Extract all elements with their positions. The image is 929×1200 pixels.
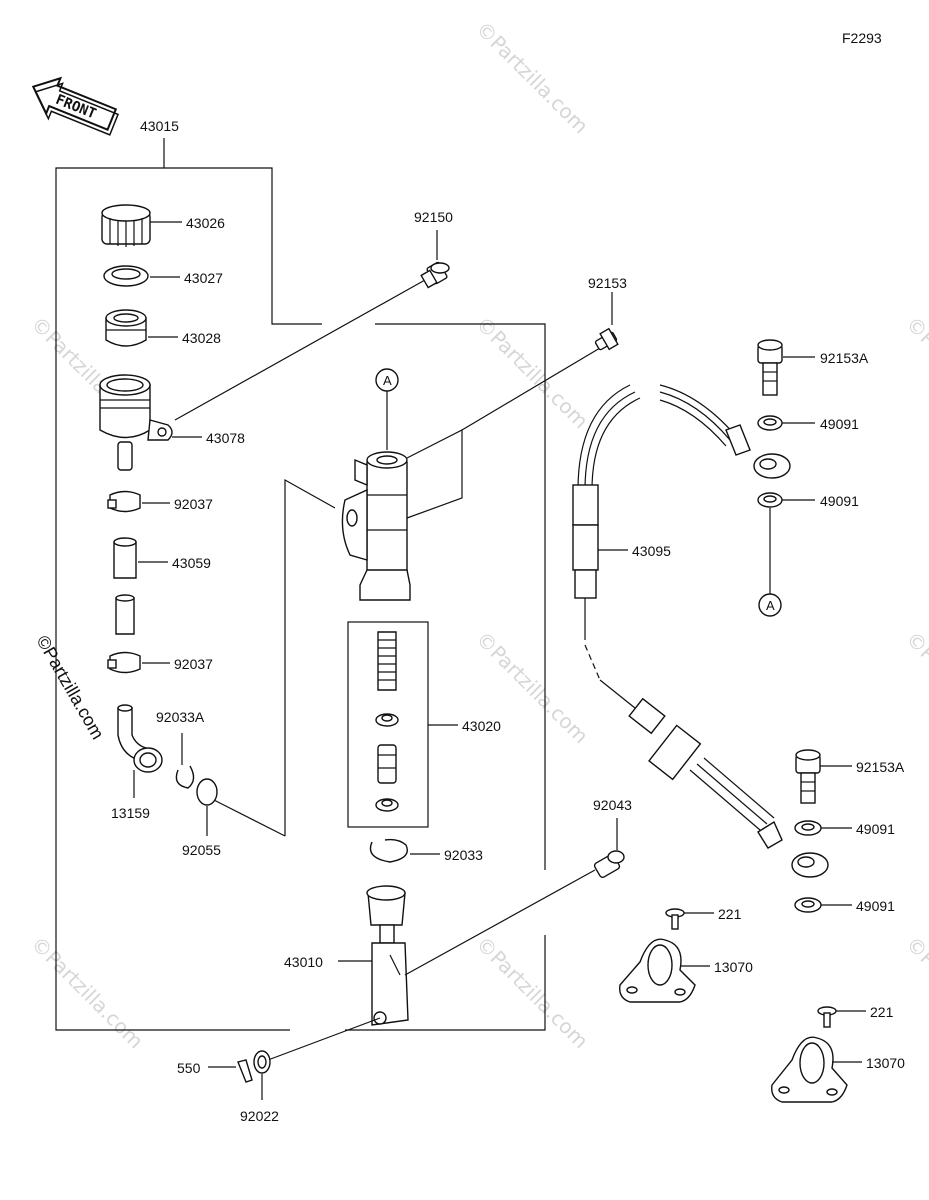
push-rod-43010 [366, 885, 409, 1026]
watermark-text: ©Partzilla.com [471, 17, 593, 139]
cotter-pin-550 [237, 1059, 253, 1083]
banjo-bolt-92153A-top [757, 339, 783, 396]
pin-92043 [593, 850, 625, 879]
washer-49091-1 [757, 415, 783, 431]
master-cylinder-body [341, 451, 411, 601]
ring-43027 [103, 265, 149, 287]
cap-43026 [101, 204, 151, 247]
side-watermark: ©Partzilla.com [33, 632, 108, 743]
label-43078: 43078 [206, 430, 245, 446]
label-92022: 92022 [240, 1108, 279, 1124]
screw-221-upper [665, 908, 685, 930]
watermark-text: ©Partzilla.com [471, 932, 593, 1054]
label-92153A-bottom: 92153A [856, 759, 905, 775]
watermark-text: ©Partzilla.com [901, 312, 929, 434]
bolt-92153 [594, 327, 619, 351]
label-92153A-top: 92153A [820, 350, 869, 366]
piston-kit-43020 [347, 621, 429, 828]
front-arrow-icon: FRONT [31, 76, 120, 136]
label-221-upper: 221 [718, 906, 742, 922]
washer-49091-2 [757, 492, 783, 508]
watermark-text: ©Partzilla.com [26, 932, 148, 1054]
label-92033A: 92033A [156, 709, 205, 725]
label-92037-lower: 92037 [174, 656, 213, 672]
figure-code: F2293 [842, 30, 882, 46]
label-43020: 43020 [462, 718, 501, 734]
label-49091-2: 49091 [820, 493, 859, 509]
oring-92055 [196, 778, 218, 806]
watermarks: ©Partzilla.com ©Partzilla.com ©Partzilla… [26, 17, 929, 1054]
label-13159: 13159 [111, 805, 150, 821]
label-221-lower: 221 [870, 1004, 894, 1020]
watermark-text: ©Partzilla.com [901, 627, 929, 749]
label-92153: 92153 [588, 275, 627, 291]
label-13070-upper: 13070 [714, 959, 753, 975]
callout-A-top: A [383, 373, 392, 388]
reservoir-43078 [99, 374, 173, 471]
label-49091-3: 49091 [856, 821, 895, 837]
elbow-fitting-13159 [117, 704, 163, 773]
callout-A-bottom: A [766, 598, 775, 613]
label-92033: 92033 [444, 847, 483, 863]
bracket-13070-lower [771, 1036, 848, 1103]
label-49091-1: 49091 [820, 416, 859, 432]
label-43015: 43015 [140, 118, 179, 134]
washer-49091-3 [794, 820, 822, 836]
assembly-outline-43015 [55, 138, 546, 1031]
label-92043: 92043 [593, 797, 632, 813]
bracket-13070-upper [619, 938, 696, 1003]
label-43010: 43010 [284, 954, 323, 970]
clamp-92037-upper [107, 490, 141, 513]
screw-221-lower [817, 1006, 837, 1028]
label-43027: 43027 [184, 270, 223, 286]
label-92037-upper: 92037 [174, 496, 213, 512]
label-92055: 92055 [182, 842, 221, 858]
circlip-92033 [369, 838, 408, 863]
brake-hose-43095 [572, 384, 829, 878]
label-92150: 92150 [414, 209, 453, 225]
label-43059: 43059 [172, 555, 211, 571]
label-43026: 43026 [186, 215, 225, 231]
label-43028: 43028 [182, 330, 221, 346]
label-43095: 43095 [632, 543, 671, 559]
bolt-92150 [420, 261, 450, 289]
watermark-text: ©Partzilla.com [901, 932, 929, 1054]
label-550: 550 [177, 1060, 201, 1076]
diaphragm-43028 [105, 309, 147, 347]
banjo-bolt-92153A-bottom [795, 749, 821, 804]
hose-43059 [113, 537, 137, 635]
label-49091-4: 49091 [856, 898, 895, 914]
label-13070-lower: 13070 [866, 1055, 905, 1071]
washer-92022 [253, 1050, 271, 1074]
circlip-92033A [175, 765, 195, 789]
watermark-text: ©Partzilla.com [471, 312, 593, 434]
clamp-92037-lower [107, 651, 141, 674]
washer-49091-4 [794, 897, 822, 913]
